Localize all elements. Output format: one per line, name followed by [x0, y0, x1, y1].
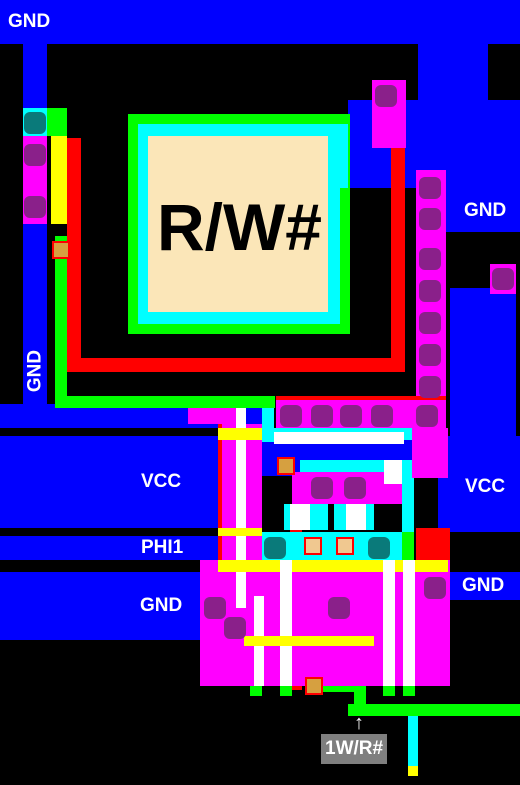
yellow-row-1 — [218, 428, 262, 440]
contacts-layer — [24, 85, 514, 639]
metal-layer — [0, 0, 520, 640]
white-right-block — [384, 460, 402, 484]
metal-right-upper-block — [418, 44, 488, 100]
gnd-right-lower-label: GND — [462, 575, 505, 596]
contact — [419, 312, 441, 334]
white-col-4 — [383, 560, 395, 686]
cyan-out-vertical — [408, 716, 418, 776]
green-stub-4 — [403, 686, 415, 696]
green-left-vertical — [55, 236, 67, 406]
diff-right-block — [412, 428, 448, 478]
contact — [328, 597, 350, 619]
yellow-row-2 — [218, 528, 262, 536]
cyan-mid-vertical — [262, 408, 274, 442]
metal-right-column — [450, 288, 516, 436]
green-stub-2 — [280, 686, 292, 696]
bond-pad — [148, 136, 328, 312]
buried-contacts-layer — [52, 241, 354, 695]
gnd-lower-left-rail — [0, 572, 222, 640]
green-stub-3 — [383, 686, 395, 696]
vcc-right-label: VCC — [465, 476, 506, 497]
white-row-top — [274, 432, 404, 444]
pad-label: R/W# — [157, 190, 322, 264]
contact — [371, 405, 393, 427]
gnd-vertical-label: GND — [24, 349, 46, 393]
buried-contact — [277, 457, 295, 475]
cyan-center-bar — [300, 460, 410, 472]
via — [264, 537, 286, 559]
contact — [344, 477, 366, 499]
buried-contact — [52, 241, 70, 259]
vcc-left-rail — [0, 436, 222, 528]
white-center-1 — [290, 504, 310, 530]
contact — [24, 144, 46, 166]
yellow-left-strip — [51, 136, 67, 224]
green-stub-1 — [250, 686, 262, 696]
contact — [419, 208, 441, 230]
white-center-2 — [346, 504, 366, 530]
via — [368, 537, 390, 559]
via — [24, 112, 46, 134]
vcc-left-label: VCC — [141, 471, 182, 492]
buried-contact — [304, 537, 322, 555]
implant-layer — [51, 136, 448, 776]
output-signal-tag: 1W/R# — [321, 734, 388, 764]
contact — [419, 248, 441, 270]
yellow-out-end — [408, 766, 418, 776]
cyan-top-tab — [340, 124, 348, 188]
green-left-horizontal — [55, 396, 275, 408]
contact — [419, 177, 441, 199]
buried-contact — [336, 537, 354, 555]
vias-layer — [24, 112, 390, 559]
vcc-right-rail — [438, 436, 520, 532]
contact — [419, 344, 441, 366]
gnd-top-rail — [0, 0, 520, 44]
poly-bottom-horizontal — [67, 358, 405, 372]
contact — [311, 477, 333, 499]
poly-left-vertical — [67, 138, 81, 370]
gnd-top-left-label: GND — [8, 11, 51, 32]
contact — [204, 597, 226, 619]
contact — [492, 268, 514, 290]
phi1-label: PHI1 — [141, 537, 184, 558]
contact — [419, 376, 441, 398]
poly-right-vertical — [391, 148, 405, 372]
green-bottom-horizontal — [348, 704, 520, 716]
contact — [375, 85, 397, 107]
output-arrow-icon: ↑ — [354, 712, 364, 734]
contact — [416, 405, 438, 427]
diff-left-top-bar — [188, 408, 236, 424]
gnd-lower-right-rail — [448, 572, 520, 600]
buried-contact — [305, 677, 323, 695]
white-col-3 — [280, 560, 292, 686]
contact — [340, 405, 362, 427]
cyan-right-vertical — [402, 460, 414, 532]
white-col-5 — [403, 560, 415, 686]
yellow-row-4 — [244, 636, 374, 646]
white-col-1 — [236, 408, 246, 608]
contact — [224, 617, 246, 639]
contact — [24, 196, 46, 218]
contact — [419, 280, 441, 302]
contact — [280, 405, 302, 427]
contact — [424, 577, 446, 599]
green-mid-2 — [402, 530, 414, 560]
green-left-top — [47, 108, 67, 136]
contact — [311, 405, 333, 427]
gnd-left-lower-label: GND — [140, 595, 183, 616]
green-bottom-vertical — [354, 690, 366, 716]
gnd-right-upper-label: GND — [464, 200, 507, 221]
